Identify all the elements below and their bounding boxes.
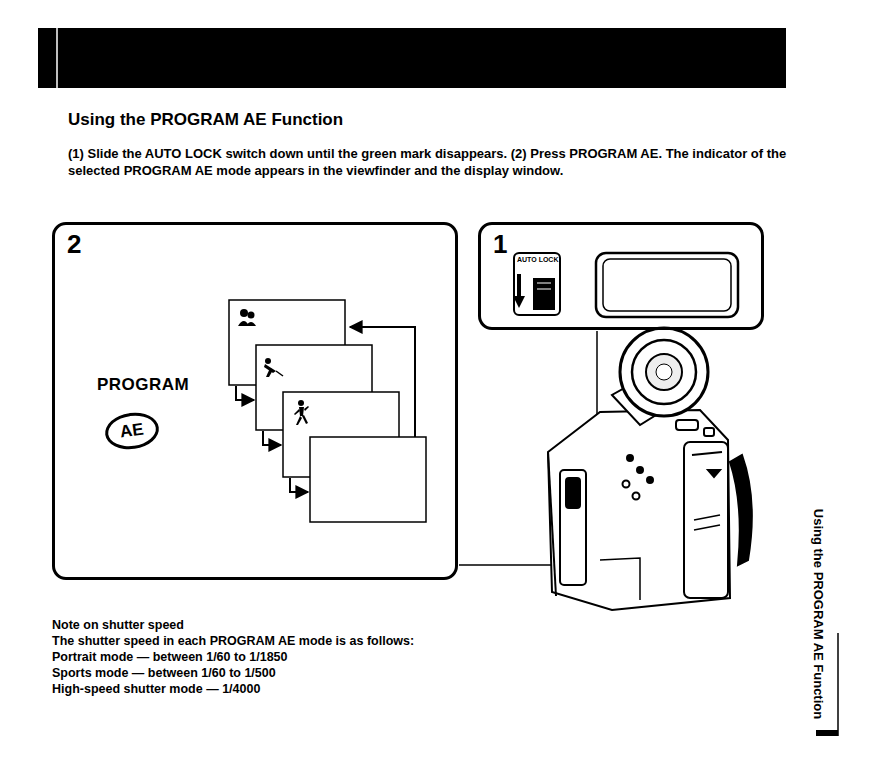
camcorder (548, 328, 752, 610)
header-bar (38, 28, 786, 88)
note-text: Portrait mode — between 1/60 to 1/1850 (52, 650, 288, 665)
note-text: High-speed shutter mode — 1/4000 (52, 682, 260, 697)
instructions: (1) Slide the AUTO LOCK switch down unti… (68, 146, 788, 180)
button-caption: PROGRAM (97, 375, 189, 395)
page-title: Using the PROGRAM AE Function (68, 110, 343, 130)
step-panel: 1AUTO LOCK (478, 222, 764, 330)
tab-line (837, 633, 839, 736)
mode-icons (238, 309, 309, 425)
switch-label: AUTO LOCK (515, 254, 559, 263)
tab-mark (816, 730, 838, 736)
note-text: The shutter speed in each PROGRAM AE mod… (52, 634, 414, 649)
step-number: 2 (67, 231, 81, 257)
note-heading: Note on shutter speed (52, 618, 184, 633)
program-ae-button: PROGRAM AE (97, 375, 189, 449)
switch-and-display (513, 253, 738, 317)
side-tab-text: Using the PROGRAM AE Function (810, 509, 826, 669)
step-panel: 2PROGRAM AE (52, 222, 458, 580)
button-label: AE (103, 409, 161, 452)
auto-lock-switch: AUTO LOCK (513, 252, 561, 316)
step-number: 1 (493, 231, 507, 257)
sequence-arrows (236, 327, 415, 492)
note-text: Sports mode — between 1/60 to 1/500 (52, 666, 276, 681)
mode-screens (229, 300, 426, 522)
